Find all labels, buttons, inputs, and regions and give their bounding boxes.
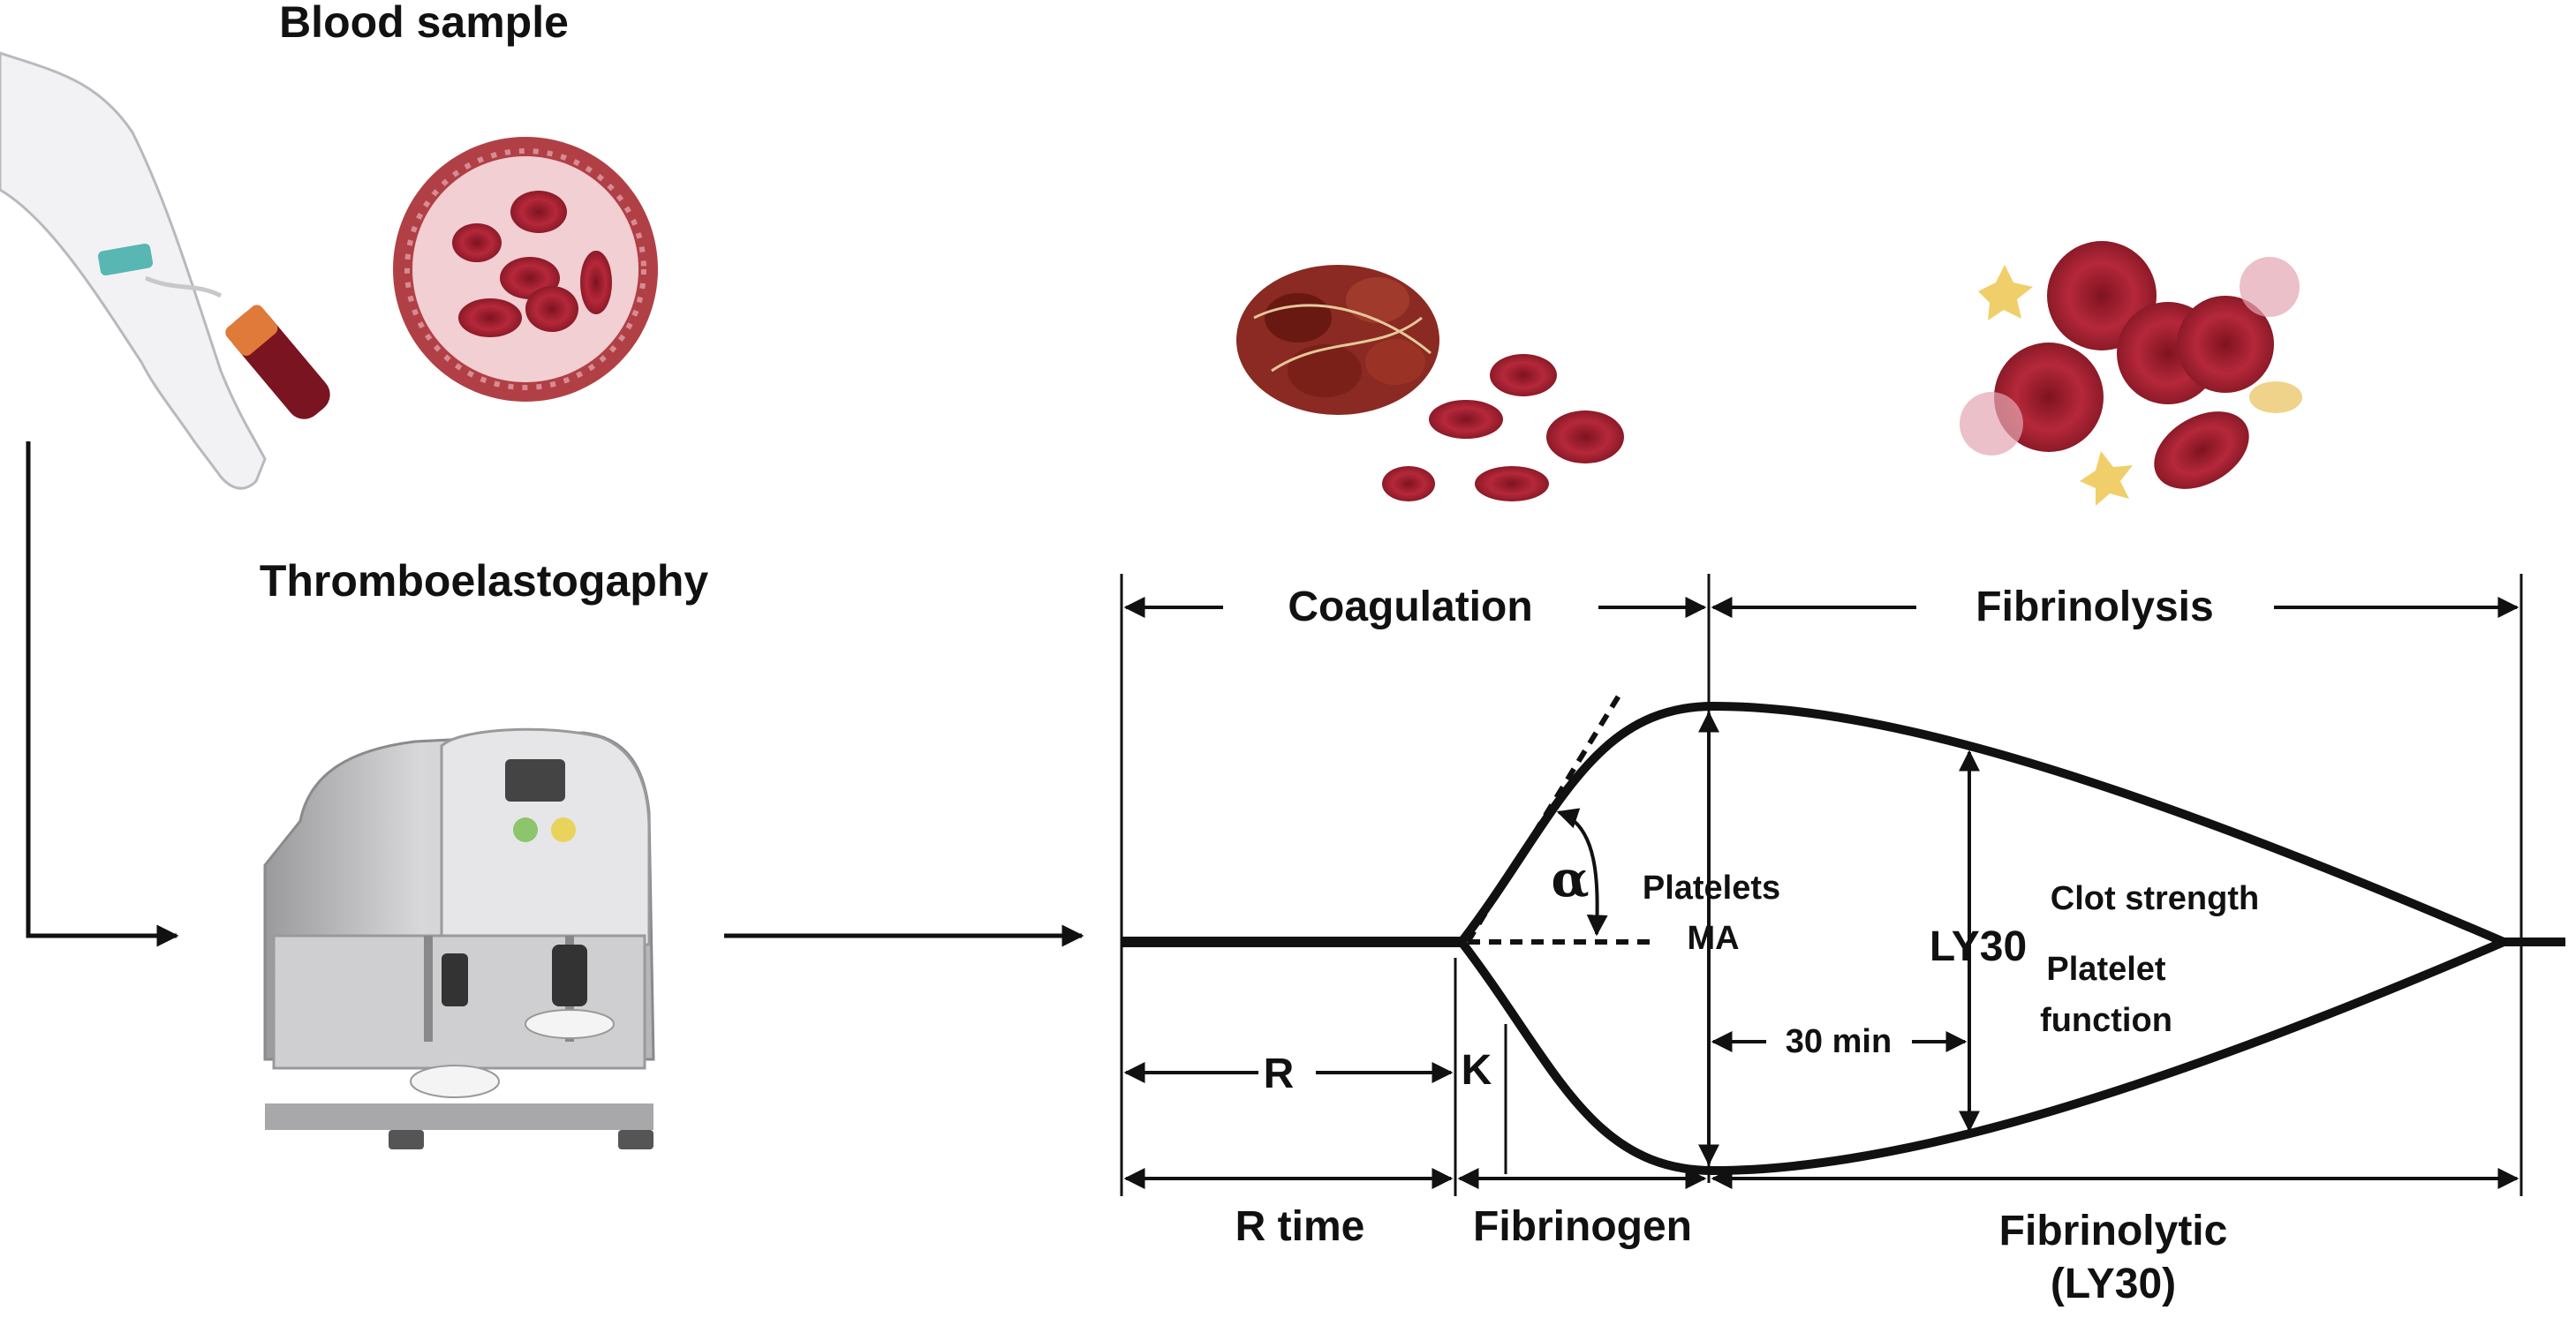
label-r: R bbox=[1264, 1051, 1295, 1097]
label-fibrinogen: Fibrinogen bbox=[1473, 1203, 1692, 1250]
label-r-time: R time bbox=[1235, 1203, 1365, 1250]
label-fibrinolytic: Fibrinolytic bbox=[1999, 1208, 2228, 1254]
label-thirty-min: 30 min bbox=[1786, 1023, 1892, 1060]
label-ly30-marker: LY30 bbox=[1930, 923, 2027, 970]
teg-title: Thromboelastogaphy bbox=[260, 556, 709, 606]
flow-arrow-left bbox=[26, 441, 179, 947]
label-clot-strength: Clot strength bbox=[2051, 880, 2259, 917]
vessel-illustration bbox=[393, 137, 658, 402]
label-k: K bbox=[1462, 1047, 1492, 1094]
blood-sample-title: Blood sample bbox=[279, 0, 569, 47]
label-platelet: Platelet bbox=[2046, 951, 2166, 988]
coagulation-clot-illustration bbox=[1236, 265, 1624, 501]
alpha-tangent bbox=[1465, 691, 1623, 944]
teg-graph bbox=[1120, 574, 2565, 1196]
label-platelets: Platelets bbox=[1643, 870, 1780, 907]
teg-trace-upper bbox=[1458, 701, 2505, 946]
fibrinolysis-cells-illustration bbox=[1960, 241, 2302, 506]
label-fibrinolysis: Fibrinolysis bbox=[1975, 584, 2213, 630]
arm-illustration bbox=[0, 51, 330, 490]
teg-trace-lower bbox=[1458, 938, 2505, 1176]
label-alpha: α bbox=[1551, 850, 1589, 908]
label-ma: MA bbox=[1687, 920, 1739, 957]
teg-machine-illustration bbox=[263, 727, 655, 1149]
label-coagulation: Coagulation bbox=[1288, 584, 1532, 630]
label-function: function bbox=[2040, 1002, 2172, 1039]
label-fibrinolytic-sub: (LY30) bbox=[2051, 1261, 2176, 1307]
alpha-arc bbox=[1556, 808, 1608, 937]
